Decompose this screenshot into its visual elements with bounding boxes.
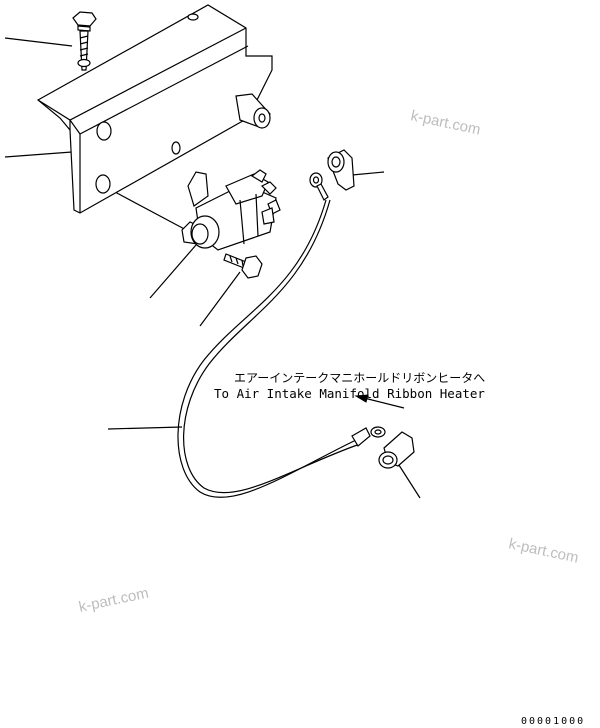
leader-bolt bbox=[4, 37, 73, 47]
bracket-hole-3 bbox=[171, 141, 181, 155]
leader-cable bbox=[107, 426, 183, 430]
angle-bracket-icon bbox=[36, 4, 273, 214]
leader-bracket bbox=[4, 151, 73, 158]
rubber-boot-icon bbox=[378, 431, 415, 469]
terminal-cap-icon bbox=[327, 149, 355, 191]
direction-arrow bbox=[354, 394, 405, 409]
bracket-hole-4 bbox=[96, 121, 112, 141]
watermark-2: k-part.com bbox=[409, 107, 482, 138]
leader-boot bbox=[396, 461, 421, 499]
figure-code: 00001000 bbox=[521, 716, 585, 727]
leader-lines bbox=[4, 37, 421, 499]
leader-relay bbox=[149, 244, 197, 299]
leader-relay-bolt bbox=[199, 271, 241, 327]
watermark-4: k-part.com bbox=[77, 585, 150, 616]
annotation-japanese: エアーインテークマニホールドリボンヒータへ bbox=[234, 371, 485, 385]
annotation-english: To Air Intake Manifold Ribbon Heater bbox=[214, 386, 485, 401]
bracket-hole-5 bbox=[95, 174, 111, 194]
bracket-hole-2 bbox=[187, 13, 199, 21]
watermark-3: k-part.com bbox=[507, 535, 580, 566]
leader-relay-mount bbox=[114, 191, 191, 233]
leader-terminal-cap bbox=[351, 171, 385, 176]
relay-bolt-icon bbox=[223, 253, 263, 279]
bracket-hole-1 bbox=[77, 58, 91, 68]
relay-icon bbox=[181, 169, 281, 251]
heater-cable-icon bbox=[177, 172, 386, 498]
